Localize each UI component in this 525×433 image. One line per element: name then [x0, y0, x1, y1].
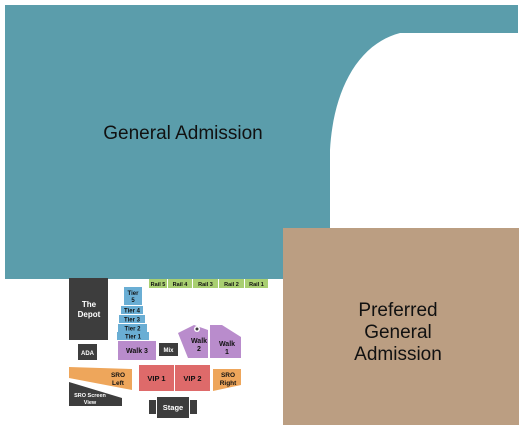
tier-5[interactable] — [124, 287, 142, 305]
stage-right-wing — [190, 400, 197, 414]
stage: Stage — [149, 397, 197, 418]
sro-right-label-line1: SRO — [221, 372, 235, 379]
rail-1[interactable] — [245, 279, 268, 288]
section-sro-screen-view[interactable]: SRO Screen View — [69, 382, 122, 406]
tier-4-label: Tier 4 — [124, 309, 141, 315]
walk-2-area[interactable] — [178, 325, 208, 358]
section-the-depot[interactable]: The Depot — [69, 278, 108, 340]
tier-1[interactable] — [117, 332, 149, 340]
sro-left-label-line2: Left — [112, 380, 125, 387]
rail-5-label: Rail 5 — [151, 282, 166, 288]
vip-1-label: VIP 1 — [147, 374, 165, 383]
sro-screen-view-label-line1: SRO Screen — [74, 393, 106, 399]
section-walk-3[interactable]: Walk 3 — [118, 341, 156, 360]
sro-left-area[interactable] — [69, 367, 132, 390]
tier-5-label-line2: 5 — [131, 298, 135, 304]
tier-4[interactable] — [121, 306, 143, 314]
walk-1-label-line2: 1 — [225, 349, 229, 356]
rail-1-label: Rail 1 — [249, 282, 264, 288]
section-preferred-general-admission[interactable]: Preferred General Admission — [283, 228, 519, 425]
preferred-label-line3: Admission — [354, 344, 442, 365]
rail-2-label: Rail 2 — [224, 282, 239, 288]
sro-screen-view-label-line2: View — [84, 400, 97, 406]
sro-screen-view-area[interactable] — [69, 382, 122, 406]
vip-1-area[interactable] — [139, 365, 174, 391]
tier-3[interactable] — [119, 315, 145, 323]
section-general-admission[interactable]: General Admission — [5, 5, 518, 279]
the-depot-label-line1: The — [82, 300, 97, 309]
stage-left-wing — [149, 400, 156, 414]
mix-label: Mix — [163, 348, 174, 354]
tiers-group: Tier 5 Tier 4 Tier 3 Tier 2 Tier 1 — [117, 287, 149, 341]
walk-2-label-line2: 2 — [197, 346, 201, 353]
sro-left-label-line1: SRO — [111, 372, 125, 379]
preferred-label-line2: General — [364, 322, 432, 343]
ada-area[interactable] — [78, 344, 97, 360]
section-sro-left[interactable]: SRO Left — [69, 367, 132, 390]
vip-2-area[interactable] — [175, 365, 210, 391]
rail-4[interactable] — [168, 279, 192, 288]
rail-4-label: Rail 4 — [173, 282, 189, 288]
rails-group: Rail 5 Rail 4 Rail 3 Rail 2 Rail 1 — [149, 279, 268, 288]
the-depot-area[interactable] — [69, 278, 108, 340]
general-admission-label: General Admission — [103, 123, 262, 144]
walk-3-label: Walk 3 — [126, 348, 148, 355]
walk-2-marker-dot — [195, 327, 199, 331]
rail-5[interactable] — [149, 279, 167, 288]
tier-2[interactable] — [118, 324, 147, 332]
walk-1-area[interactable] — [210, 325, 241, 358]
rail-3-label: Rail 3 — [198, 282, 213, 288]
section-mix[interactable]: Mix — [159, 343, 178, 356]
general-admission-area[interactable] — [5, 5, 518, 279]
tier-2-label: Tier 2 — [125, 327, 142, 333]
preferred-general-admission-area[interactable] — [283, 228, 519, 425]
tier-5-label-line1: Tier — [128, 291, 140, 297]
section-walk-1[interactable]: Walk 1 — [210, 325, 241, 358]
stage-label: Stage — [163, 403, 183, 412]
section-ada[interactable]: ADA — [78, 344, 97, 360]
tier-3-label: Tier 3 — [124, 318, 141, 324]
section-walk-2[interactable]: Walk 2 — [178, 325, 208, 358]
sro-right-label-line2: Right — [220, 380, 237, 387]
section-sro-right[interactable]: SRO Right — [213, 369, 241, 391]
preferred-label-line1: Preferred — [358, 300, 437, 321]
walk-3-area[interactable] — [118, 341, 156, 360]
vip-2-label: VIP 2 — [183, 374, 201, 383]
sro-right-area[interactable] — [213, 369, 241, 391]
stage-area — [157, 397, 189, 418]
rail-2[interactable] — [219, 279, 244, 288]
section-vip-1[interactable]: VIP 1 — [139, 365, 174, 391]
walk-1-label-line1: Walk — [219, 341, 235, 348]
walk-2-label-line1: Walk — [191, 338, 207, 345]
mix-area[interactable] — [159, 343, 178, 356]
ada-label: ADA — [81, 351, 95, 357]
tier-1-label: Tier 1 — [125, 335, 142, 341]
section-vip-2[interactable]: VIP 2 — [175, 365, 210, 391]
the-depot-label-line2: Depot — [78, 310, 101, 319]
rail-3[interactable] — [193, 279, 218, 288]
